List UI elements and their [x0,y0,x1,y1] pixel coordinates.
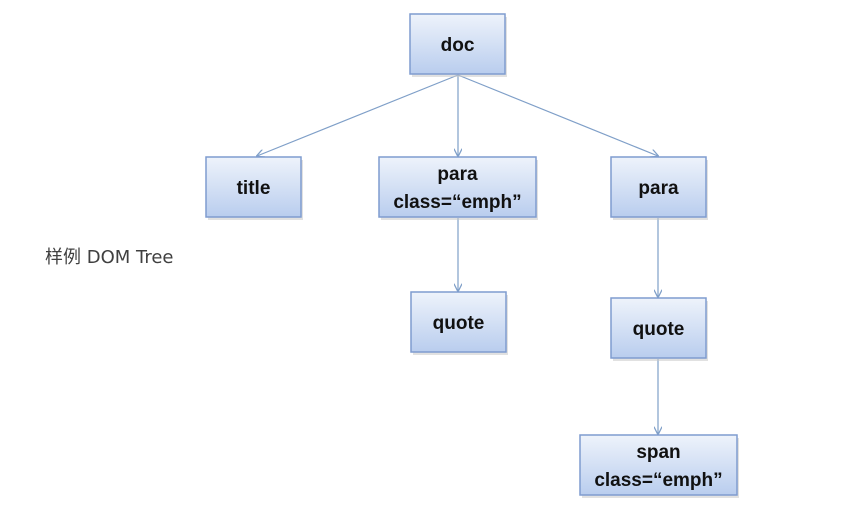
node-title: title [205,156,303,220]
node-label: para [638,178,679,199]
node-label: quote [433,313,485,334]
node-doc: doc [409,13,507,77]
node-box [610,297,707,359]
node-label: title [237,178,271,199]
node-label: para [437,164,478,185]
node-para1: para class=“emph” [378,156,538,220]
node-label: span [636,442,680,463]
node-box [610,156,707,218]
node-label: doc [441,35,475,56]
edges-layer [257,74,658,434]
node-box [205,156,302,218]
nodes-layer: doc title para class=“emph” para quote quote sp… [205,13,739,498]
node-quote2: quote [610,297,708,361]
diagram-caption: 样例 DOM Tree [45,247,174,268]
node-box [409,13,506,75]
edge-doc-title [257,74,459,156]
node-label: class=“emph” [393,192,521,213]
node-span: span class=“emph” [579,434,739,498]
node-para2: para [610,156,708,220]
node-quote1: quote [410,291,508,355]
node-box [410,291,507,353]
node-label: class=“emph” [594,470,722,491]
edge-doc-para2 [457,74,658,156]
node-label: quote [633,319,685,340]
node-box [378,156,537,218]
node-box [579,434,738,496]
